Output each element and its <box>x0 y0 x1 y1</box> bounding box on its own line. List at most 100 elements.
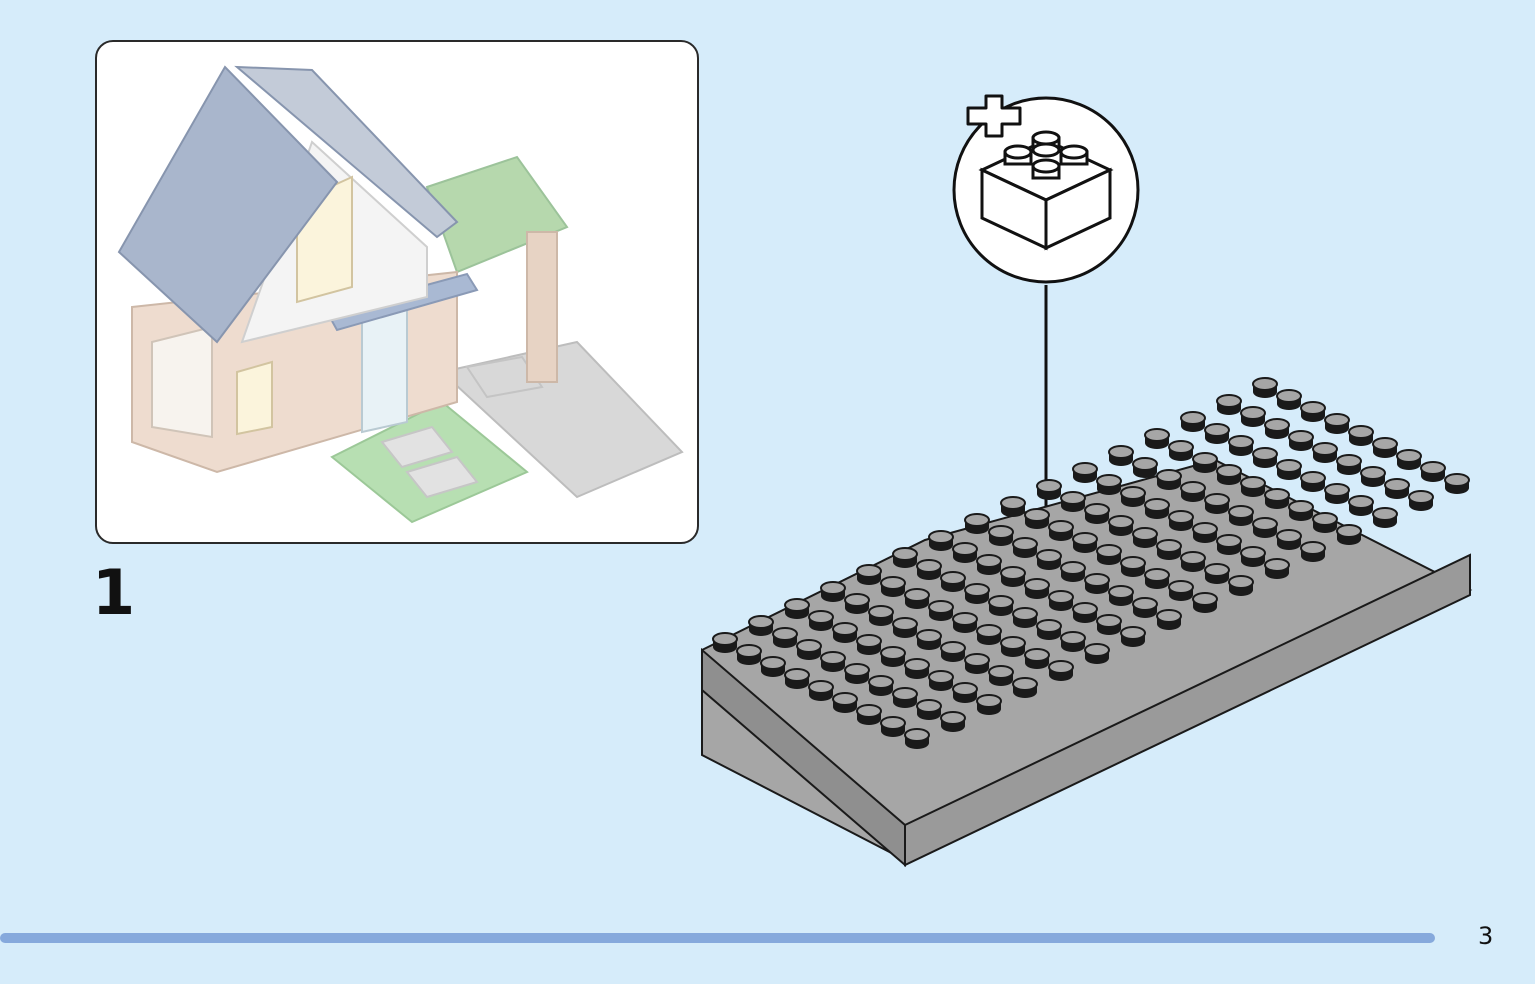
stud <box>1204 493 1230 514</box>
stud <box>1228 435 1254 456</box>
stud <box>1264 558 1290 579</box>
stud <box>1192 522 1218 543</box>
stud <box>1192 592 1218 613</box>
stud <box>820 651 846 672</box>
stud <box>1336 524 1362 545</box>
stud <box>1372 437 1398 458</box>
stud <box>928 670 954 691</box>
stud <box>1240 406 1266 427</box>
stud <box>1144 568 1170 589</box>
stud <box>1276 459 1302 480</box>
stud <box>1240 546 1266 567</box>
stud <box>1384 478 1410 499</box>
stud <box>1072 532 1098 553</box>
stud <box>1072 602 1098 623</box>
stud <box>1024 648 1050 669</box>
stud <box>916 559 942 580</box>
stud <box>1216 534 1242 555</box>
stud <box>1060 491 1086 512</box>
stud <box>1324 413 1350 434</box>
stud <box>952 682 978 703</box>
stud <box>1132 597 1158 618</box>
stud <box>1180 411 1206 432</box>
stud <box>1168 580 1194 601</box>
stud <box>748 615 774 636</box>
stud <box>904 728 930 749</box>
step-number: 1 <box>92 556 136 629</box>
stud <box>1348 495 1374 516</box>
stud <box>1012 537 1038 558</box>
stud <box>892 547 918 568</box>
stud <box>1120 486 1146 507</box>
stud <box>784 668 810 689</box>
stud <box>772 627 798 648</box>
stud <box>880 716 906 737</box>
stud <box>1048 590 1074 611</box>
stud <box>1048 520 1074 541</box>
stud <box>1300 471 1326 492</box>
stud <box>1240 476 1266 497</box>
stud <box>916 699 942 720</box>
stud <box>1216 394 1242 415</box>
stud <box>964 653 990 674</box>
stud <box>1300 401 1326 422</box>
stud <box>1300 541 1326 562</box>
stud <box>1024 578 1050 599</box>
stud <box>1180 481 1206 502</box>
brick-icon <box>978 130 1114 251</box>
stud <box>976 694 1002 715</box>
stud <box>1156 469 1182 490</box>
stud <box>1324 483 1350 504</box>
stud <box>1192 452 1218 473</box>
stud <box>1060 561 1086 582</box>
stud <box>1108 515 1134 536</box>
studs-grid <box>712 377 1470 749</box>
stud <box>940 571 966 592</box>
stud <box>808 610 834 631</box>
stud <box>1288 430 1314 451</box>
stud <box>1408 490 1434 511</box>
stud <box>952 612 978 633</box>
stud <box>796 639 822 660</box>
stud <box>1132 457 1158 478</box>
stud <box>1252 517 1278 538</box>
model-preview-frame <box>95 40 699 544</box>
stud <box>1144 498 1170 519</box>
progress-fill <box>0 933 1435 943</box>
stud <box>712 632 738 653</box>
stud <box>1024 508 1050 529</box>
stud <box>1420 461 1446 482</box>
stud <box>1156 539 1182 560</box>
stud <box>1120 626 1146 647</box>
stud <box>1264 488 1290 509</box>
stud <box>1204 563 1230 584</box>
stud <box>1048 660 1074 681</box>
stud <box>1276 389 1302 410</box>
stud <box>1096 544 1122 565</box>
stud <box>1252 377 1278 398</box>
stud <box>940 641 966 662</box>
stud <box>1000 496 1026 517</box>
stud <box>964 583 990 604</box>
stud <box>976 624 1002 645</box>
stud <box>1000 636 1026 657</box>
stud <box>988 595 1014 616</box>
stud <box>1168 510 1194 531</box>
stud <box>940 711 966 732</box>
stud <box>1156 609 1182 630</box>
plus-icon <box>966 94 1022 138</box>
stud <box>964 513 990 534</box>
stud <box>1108 445 1134 466</box>
stud <box>916 629 942 650</box>
stud <box>988 665 1014 686</box>
stud <box>868 605 894 626</box>
stud <box>736 644 762 665</box>
stud <box>1252 447 1278 468</box>
stud <box>1144 428 1170 449</box>
stud <box>1084 503 1110 524</box>
add-brick-callout <box>952 94 1140 284</box>
stud <box>1204 423 1230 444</box>
stud <box>1216 464 1242 485</box>
stud <box>904 588 930 609</box>
stud <box>1180 551 1206 572</box>
